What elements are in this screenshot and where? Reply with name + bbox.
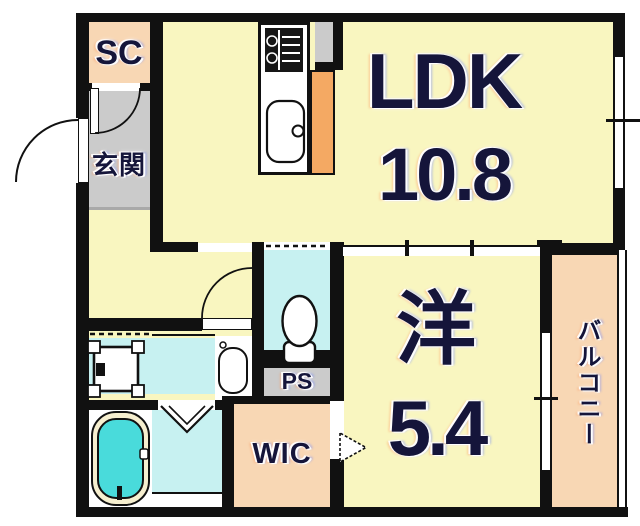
entrance-door-swing-arc — [15, 119, 79, 183]
wall — [76, 183, 89, 517]
pipe-space-label: PS — [281, 367, 313, 394]
washroom-door-swing-arc — [201, 267, 253, 319]
ldk-label: LDK — [366, 37, 523, 125]
refrigerator-space — [315, 22, 333, 62]
entrance-door-leaf — [78, 118, 89, 183]
folding-door-icon — [160, 405, 214, 434]
wall — [540, 255, 552, 333]
shoe-closet-door-leaf — [90, 88, 99, 134]
wall — [222, 396, 344, 404]
wall — [540, 470, 552, 507]
wall — [330, 460, 344, 507]
entrance-step-line — [88, 207, 150, 210]
wall — [613, 13, 625, 57]
bath-counter — [152, 492, 222, 507]
western-room-label: 洋 — [396, 285, 476, 374]
wall — [76, 507, 628, 517]
gas-stove-icon — [265, 28, 303, 72]
wall — [540, 243, 617, 255]
bathroom-door-opening — [158, 400, 215, 410]
wall — [140, 83, 152, 91]
wall — [89, 400, 158, 410]
toilet-icon — [281, 294, 318, 365]
wall — [76, 13, 89, 118]
window — [613, 57, 625, 188]
wall — [88, 318, 202, 331]
window-tick — [606, 119, 640, 122]
room-pipe-space — [264, 368, 330, 396]
wall — [88, 83, 92, 91]
window-tick — [534, 397, 558, 400]
shoe-closet-door-swing-arc — [94, 87, 141, 134]
vanity-sink-icon — [218, 341, 248, 394]
room-balcony — [552, 255, 617, 507]
shoe-closet-door-opening — [92, 83, 140, 91]
room-shoe-closet — [88, 22, 150, 83]
wall — [613, 188, 625, 250]
walk-in-closet-label: WIC — [252, 437, 312, 470]
washing-machine-icon — [87, 340, 145, 398]
balcony-label: バルコニー — [573, 318, 600, 448]
wall — [150, 22, 163, 252]
hallway-opening — [198, 243, 252, 252]
wall — [222, 396, 234, 507]
western-room-area-label: 5.4 — [387, 384, 488, 472]
entrance-label: 玄関 — [91, 150, 146, 180]
wall — [215, 400, 234, 410]
washroom-door-leaf — [202, 318, 252, 330]
sliding-door-tick — [470, 240, 474, 256]
room-walk-in-closet — [234, 404, 330, 507]
bathtub-icon — [91, 411, 150, 506]
ldk-area-label: 10.8 — [377, 133, 513, 216]
wall — [333, 13, 343, 70]
balcony-railing — [617, 250, 627, 507]
sliding-door — [343, 245, 540, 256]
shoe-closet-label: SC — [95, 33, 143, 72]
wall — [76, 13, 625, 22]
wall — [315, 62, 343, 70]
sliding-door-tick — [405, 240, 409, 256]
kitchen-sink-icon — [265, 99, 306, 164]
wall — [150, 242, 198, 252]
window — [540, 333, 552, 470]
sliding-door-arrow-icon — [339, 431, 368, 464]
kitchen-counter — [310, 70, 335, 175]
